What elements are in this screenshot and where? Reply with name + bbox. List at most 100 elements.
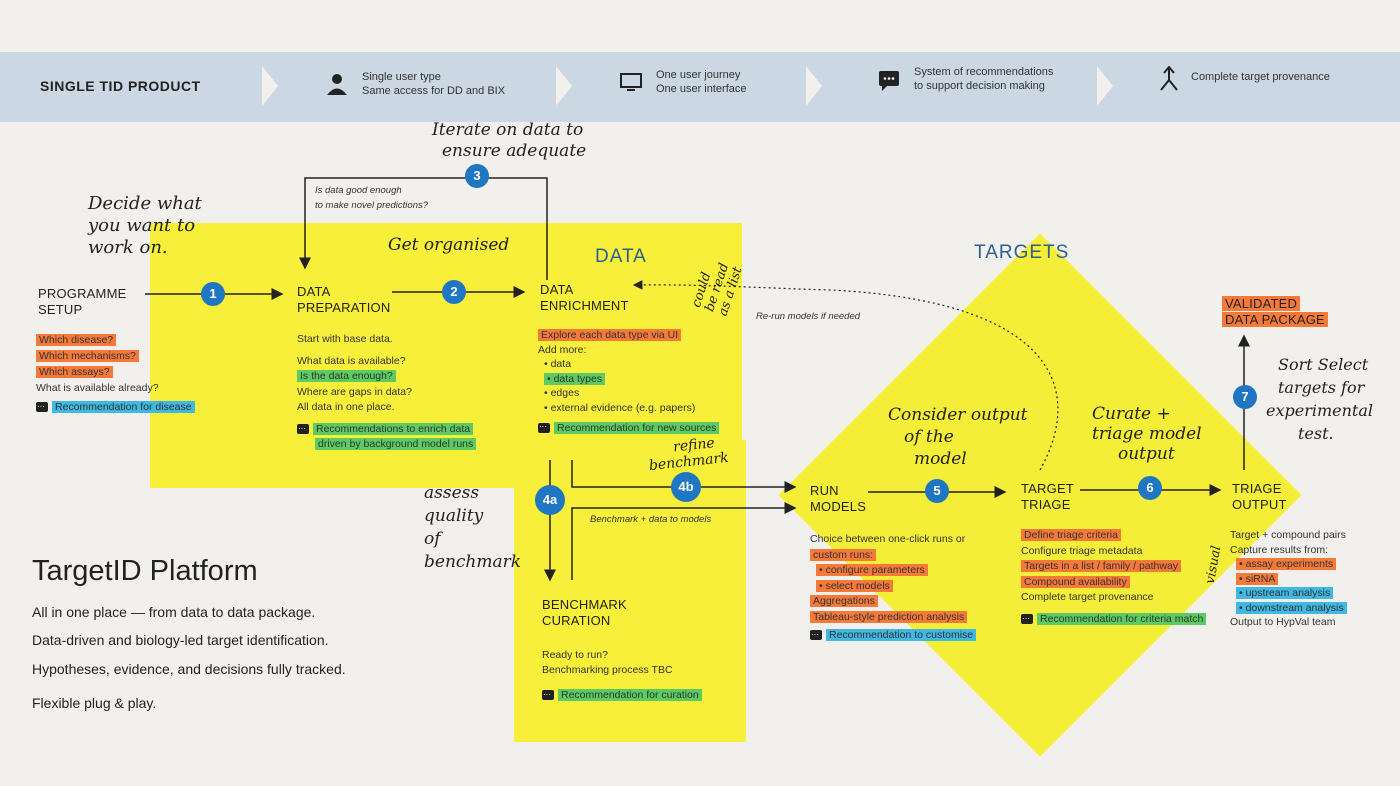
stage-title: PROGRAMME <box>38 286 127 301</box>
note-line: work on. <box>88 237 168 258</box>
note-line: of <box>424 529 441 549</box>
person-icon <box>326 72 348 102</box>
platform-title: TargetID Platform <box>32 555 258 587</box>
stage-title: OUTPUT <box>1232 497 1287 512</box>
header-title: SINGLE TID PRODUCT <box>40 78 201 94</box>
section-label-data: DATA <box>595 246 647 267</box>
list-item: Where are gaps in data? <box>297 385 412 398</box>
chevron-right-icon <box>262 66 278 106</box>
list-item: Aggregations <box>810 595 878 607</box>
list-item: Ready to run? <box>542 649 608 661</box>
data-enrichment-list: Explore each data type via UI Add more: … <box>538 328 720 436</box>
triage-output-list: Target + compound pairs Capture results … <box>1230 528 1347 630</box>
list-item: Output to HypVal team <box>1230 616 1336 628</box>
recommendation-text: Recommendation for new sources <box>554 422 720 434</box>
recommendation-text: Recommendation for criteria match <box>1037 612 1207 625</box>
list-item: What data is available? <box>297 354 406 367</box>
note-line: Decide what <box>88 193 202 214</box>
monitor-icon <box>620 72 642 100</box>
stage-title: TRIAGE <box>1021 497 1071 512</box>
stage-title: DATA <box>297 284 331 299</box>
step-badge-4a: 4a <box>535 485 565 515</box>
handwritten-consider-output: Consider output of the model <box>888 404 1028 470</box>
list-item: • external evidence (e.g. papers) <box>544 401 696 414</box>
section-label-targets: TARGETS <box>974 242 1070 263</box>
chevron-right-icon <box>1097 66 1113 106</box>
header-item-4-line1: Complete target provenance <box>1191 71 1330 83</box>
stage-title: BENCHMARK <box>542 597 627 612</box>
list-item: • data <box>544 358 572 370</box>
list-item: Start with base data. <box>297 333 393 345</box>
chat-icon <box>297 421 309 436</box>
list-item: Targets in a list / family / pathway <box>1021 560 1182 572</box>
chat-icon <box>542 687 554 702</box>
list-item: Compound availability <box>1021 575 1130 588</box>
header-item-3-line1: System of recommendations <box>914 66 1054 78</box>
header-item-3-line2: to support decision making <box>914 80 1045 92</box>
note-line: output <box>1118 444 1175 464</box>
note-line: Consider output <box>888 405 1028 425</box>
data-preparation-list: Start with base data. What data is avail… <box>297 332 477 453</box>
step-badge-3: 3 <box>465 164 489 188</box>
handwritten-select-targets: Sort Select targets for experimental tes… <box>1266 353 1373 445</box>
handwritten-iterate: Iterate on data to ensure adequate <box>432 120 586 162</box>
list-item: Which disease? <box>36 334 117 346</box>
note-line: quality <box>424 506 484 526</box>
platform-line: Hypotheses, evidence, and decisions full… <box>32 661 346 677</box>
list-item: Target + compound pairs <box>1230 529 1346 541</box>
list-item: Capture results from: <box>1230 543 1329 556</box>
note-line: Curate + <box>1092 404 1171 424</box>
recommendation-text: Recommendations to enrich data <box>313 422 474 435</box>
chevron-right-icon <box>556 66 572 106</box>
step-badge-5: 5 <box>925 479 949 503</box>
stage-title: TRIAGE <box>1232 481 1282 496</box>
stage-title: DATA <box>540 282 574 297</box>
note-line: to make novel predictions? <box>315 200 429 211</box>
list-item: Configure triage metadata <box>1021 544 1143 557</box>
header-band: SINGLE TID PRODUCT Single user type Same… <box>0 52 1400 122</box>
stage-title: VALIDATED <box>1222 296 1301 311</box>
note-line: assess <box>424 483 480 503</box>
chat-icon <box>878 70 900 98</box>
list-item: What is available already? <box>36 382 159 394</box>
note-line: model <box>914 449 967 469</box>
list-item: • upstream analysis <box>1236 587 1334 599</box>
list-item: • siRNA <box>1236 572 1279 585</box>
stage-title: TARGET <box>1021 481 1074 496</box>
step-badge-1: 1 <box>201 282 225 306</box>
note-line: experimental <box>1266 401 1373 420</box>
note-line: targets for <box>1278 378 1365 397</box>
flow-note-benchmark-models: Benchmark + data to models <box>590 514 712 525</box>
run-models-list: Choice between one-click runs or custom … <box>810 532 977 644</box>
note-line: Is data good enough <box>315 185 402 196</box>
stage-data-enrichment: DATA ENRICHMENT <box>540 282 629 314</box>
header-item-1-line2: Same access for DD and BIX <box>362 85 506 97</box>
stage-title: ENRICHMENT <box>540 298 629 313</box>
handwritten-curate-triage: Curate + triage model output <box>1092 404 1202 464</box>
list-item: custom runs: <box>810 548 877 561</box>
recommendation-text: driven by background model runs <box>315 438 477 450</box>
platform-line: Flexible plug & play. <box>32 695 157 711</box>
list-item: Complete target provenance <box>1021 591 1154 603</box>
list-item: • configure parameters <box>816 564 928 576</box>
list-item: Define triage criteria <box>1021 529 1121 541</box>
handwritten-decide: Decide what you want to work on. <box>88 193 202 259</box>
note-line: ensure adequate <box>442 141 587 161</box>
step-badge-6: 6 <box>1138 476 1162 500</box>
stage-title: MODELS <box>810 499 867 514</box>
step-badge-2: 2 <box>442 280 466 304</box>
flow-note-rerun: Re-run models if needed <box>756 311 861 322</box>
step-badge-7: 7 <box>1233 385 1257 409</box>
list-item: Add more: <box>538 343 587 356</box>
stage-programme-setup: PROGRAMME SETUP <box>38 286 126 318</box>
stage-data-preparation: DATA PREPARATION <box>297 284 390 316</box>
list-item: Which assays? <box>36 366 113 378</box>
recommendation-text: Recommendation for disease <box>52 401 195 413</box>
chevron-right-icon <box>806 66 822 106</box>
note-line: triage model <box>1092 424 1202 444</box>
chat-icon <box>538 420 550 435</box>
stage-validated-data-package: VALIDATED DATA PACKAGE <box>1222 296 1328 328</box>
list-item: • select models <box>816 579 893 592</box>
list-item: • downstream analysis <box>1236 601 1347 614</box>
